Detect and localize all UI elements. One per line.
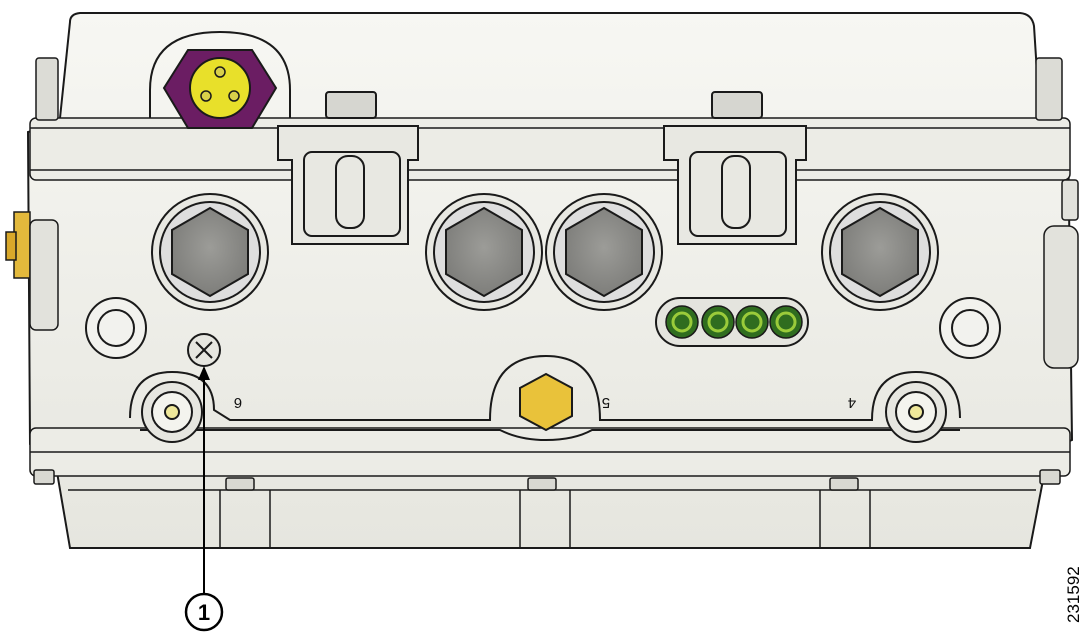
callout-bubble (184, 592, 224, 632)
hex-plug-icon (425, 193, 543, 311)
latch-left (277, 91, 419, 245)
port-label-4: 4 (848, 394, 856, 411)
grounding-screw-icon (187, 333, 221, 367)
hex-plug-icon (545, 193, 663, 311)
bottom-screws (33, 469, 1061, 491)
vent-plug (519, 372, 573, 432)
top-corner-bolts (35, 57, 1063, 121)
callout-number: 1 (198, 600, 210, 625)
latch-right (663, 91, 807, 245)
led-indicator-icon (655, 297, 809, 347)
antenna-port-channel (129, 354, 961, 442)
mounting-holes (85, 297, 1001, 359)
left-side-connector (5, 211, 59, 331)
hex-plug-icon (151, 193, 269, 311)
lid-band (29, 117, 1071, 181)
callout-1: 1 (184, 366, 224, 632)
hex-plugs (151, 193, 939, 311)
port-label-5: 5 (602, 394, 610, 411)
n-connector-icon-left (141, 381, 203, 443)
right-side-connector (1043, 179, 1079, 369)
hex-plug-icon (821, 193, 939, 311)
port-label-6: 6 (234, 394, 242, 411)
power-connector (149, 30, 291, 129)
n-connector-icon-right (885, 381, 947, 443)
figure-id: 231592 (1064, 566, 1083, 624)
